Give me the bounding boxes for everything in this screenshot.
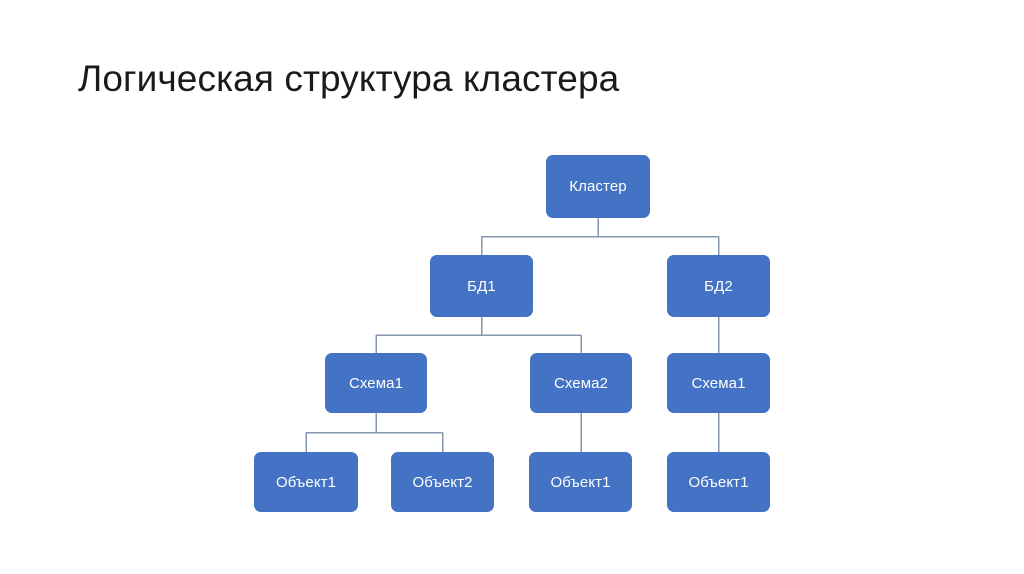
- page-title: Логическая структура кластера: [78, 58, 620, 99]
- diagram-node-label: Схема2: [553, 374, 609, 392]
- diagram-node-label: Объект1: [275, 473, 337, 491]
- diagram-node-db1[interactable]: БД1: [430, 255, 533, 317]
- diagram-node-schema1-db2[interactable]: Схема1: [667, 353, 770, 413]
- diagram-node-object1-schema1[interactable]: Объект1: [254, 452, 358, 512]
- diagram-node-label: Объект1: [688, 473, 749, 491]
- diagram-node-label: Объект2: [412, 473, 473, 491]
- diagram-node-object1-schema2[interactable]: Объект1: [529, 452, 632, 512]
- diagram-node-label: БД1: [467, 277, 496, 295]
- diagram-node-schema2-db1[interactable]: Схема2: [530, 353, 632, 413]
- diagram-node-label: Объект1: [550, 473, 611, 491]
- diagram-node-label: Схема1: [348, 374, 404, 392]
- diagram-node-label: Кластер: [569, 178, 627, 195]
- diagram-node-schema1-db1[interactable]: Схема1: [325, 353, 427, 413]
- diagram-node-db2[interactable]: БД2: [667, 255, 770, 317]
- diagram-node-cluster[interactable]: Кластер: [546, 155, 650, 218]
- diagram-node-object2-schema1[interactable]: Объект2: [391, 452, 494, 512]
- diagram-node-label: Схема1: [691, 374, 746, 392]
- diagram-node-object1-schema1-db2[interactable]: Объект1: [667, 452, 770, 512]
- diagram-node-label: БД2: [704, 277, 733, 295]
